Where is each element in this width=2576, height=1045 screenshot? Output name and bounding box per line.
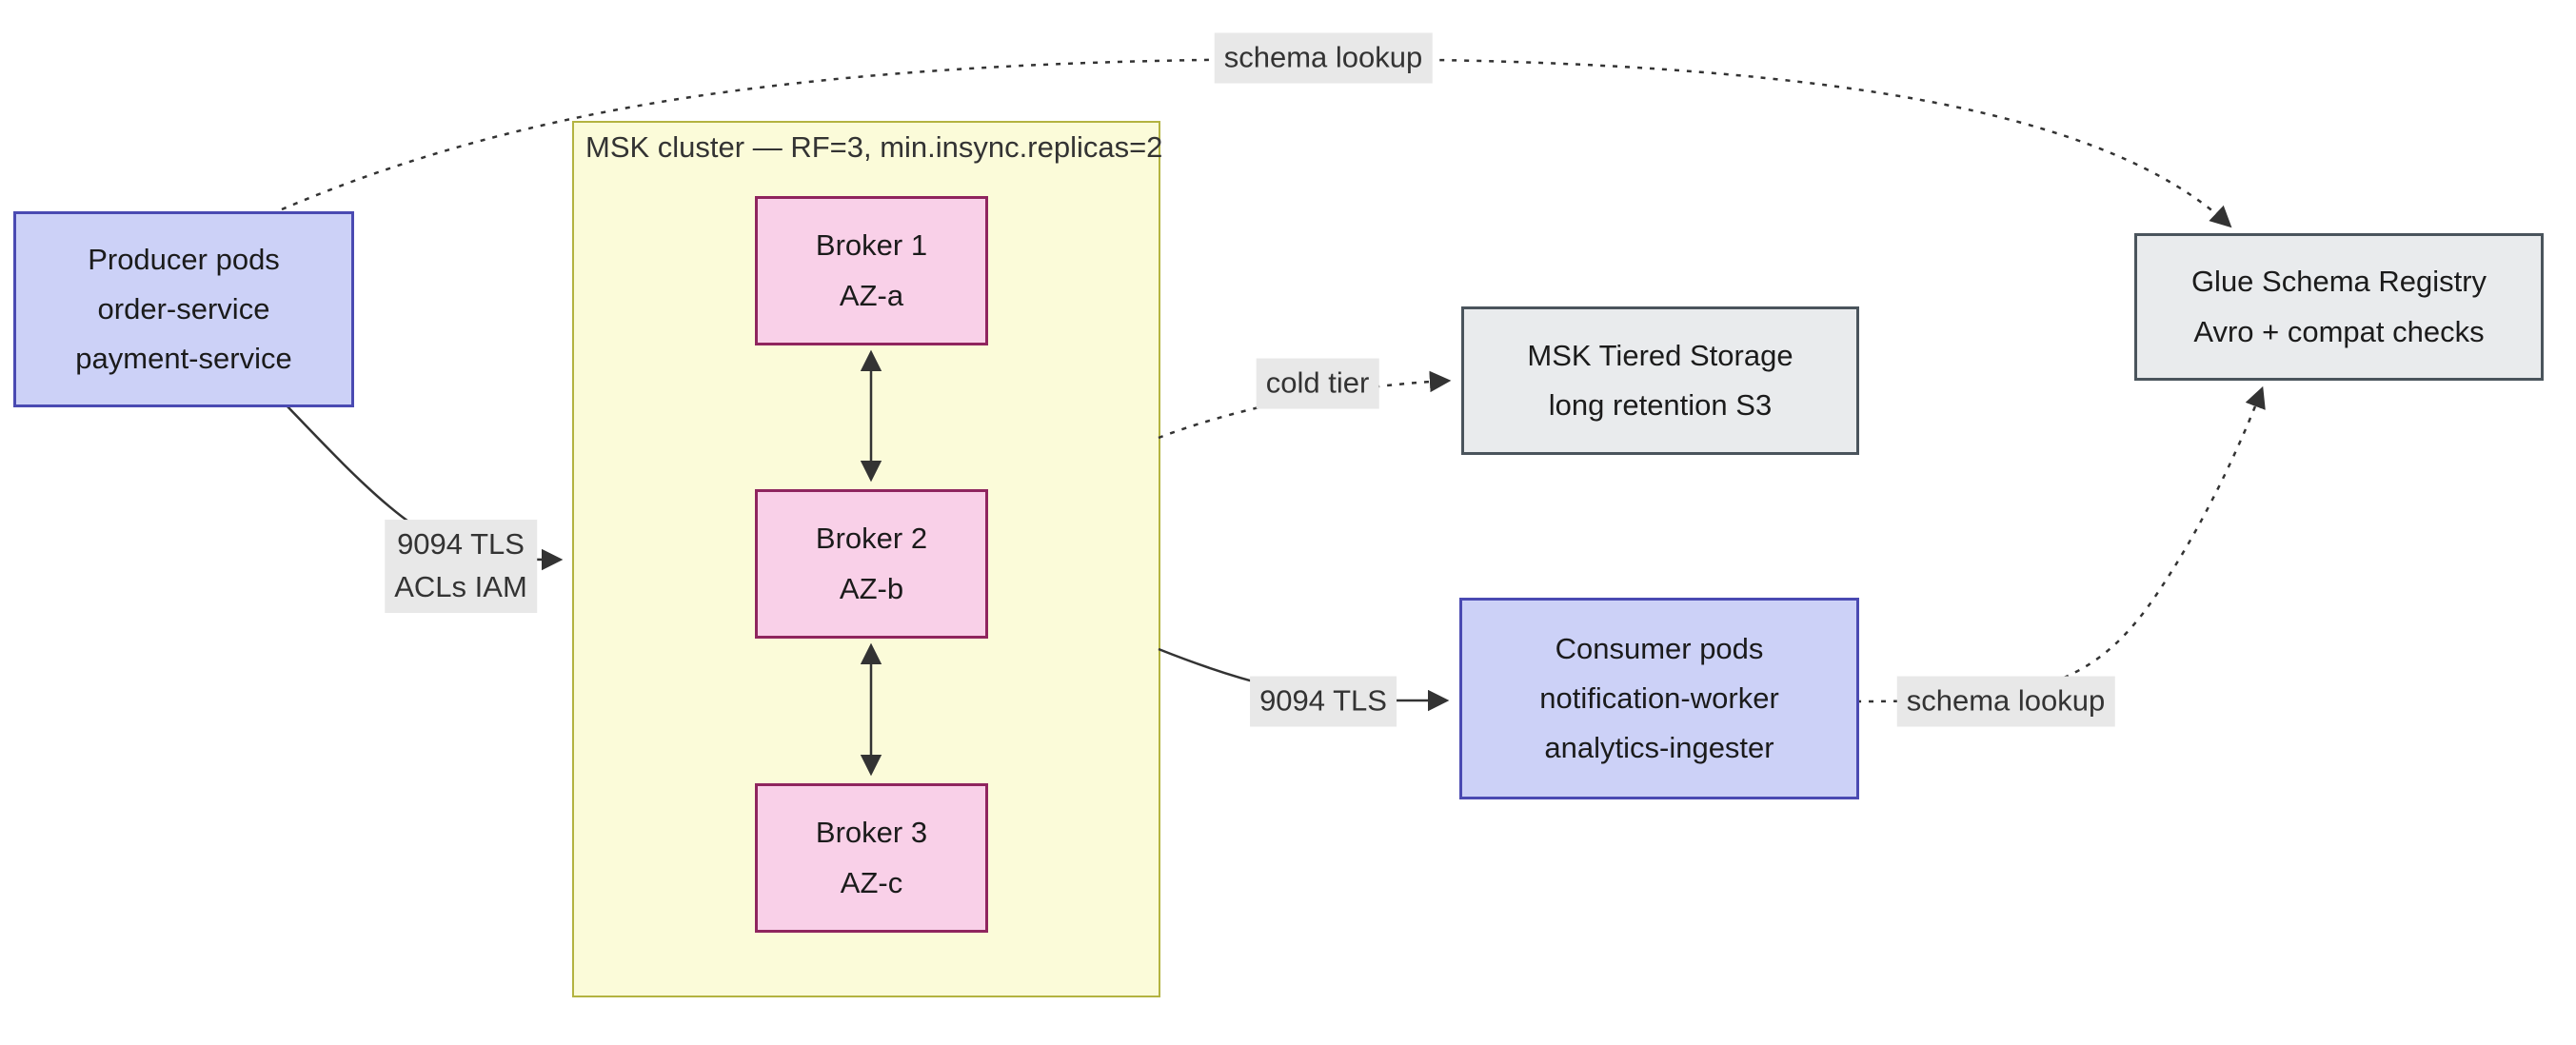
broker-1-node: Broker 1 AZ-a <box>755 196 988 345</box>
tiered-line-1: MSK Tiered Storage <box>1527 338 1793 372</box>
broker-3-node: Broker 3 AZ-c <box>755 783 988 933</box>
tiered-storage-node: MSK Tiered Storage long retention S3 <box>1461 306 1859 455</box>
glue-schema-registry-node: Glue Schema Registry Avro + compat check… <box>2134 233 2544 381</box>
producer-line-1: Producer pods <box>88 242 280 276</box>
tiered-line-2: long retention S3 <box>1548 388 1773 422</box>
edge-msk-cold-tier <box>1158 370 1452 440</box>
broker-2-node: Broker 2 AZ-b <box>755 489 988 639</box>
producer-line-2: order-service <box>97 291 270 325</box>
consumer-line-2: notification-worker <box>1539 680 1779 715</box>
producer-line-3: payment-service <box>75 342 292 376</box>
producer-edge-label-line-1: 9094 TLS <box>397 527 525 562</box>
edge-consumer-schema-lookup <box>1855 385 2266 703</box>
broker2-az: AZ-b <box>839 571 904 605</box>
msk-cluster-title: MSK cluster — RF=3, min.insync.replicas=… <box>585 130 1163 164</box>
consumer-line-3: analytics-ingester <box>1544 731 1774 765</box>
cold-tier-label: cold tier <box>1256 358 1379 409</box>
consumer-pods-node: Consumer pods notification-worker analyt… <box>1459 598 1859 799</box>
broker3-az: AZ-c <box>840 865 903 899</box>
consumer-line-1: Consumer pods <box>1555 631 1764 665</box>
broker2-name: Broker 2 <box>815 522 928 556</box>
consumer-edge-label: 9094 TLS <box>1250 676 1397 727</box>
producer-pods-node: Producer pods order-service payment-serv… <box>13 211 354 407</box>
glue-line-1: Glue Schema Registry <box>2190 265 2487 299</box>
broker1-name: Broker 1 <box>815 228 928 263</box>
broker3-name: Broker 3 <box>815 816 928 850</box>
producer-edge-label-line-2: ACLs IAM <box>394 570 527 603</box>
glue-line-2: Avro + compat checks <box>2193 314 2485 348</box>
schema-lookup-top-label: schema lookup <box>1214 32 1433 84</box>
schema-lookup-right-label: schema lookup <box>1896 676 2115 727</box>
producer-edge-label: 9094 TLS ACLs IAM <box>385 520 537 613</box>
broker1-az: AZ-a <box>839 278 904 312</box>
edge-producer-schema-lookup <box>281 57 2232 228</box>
